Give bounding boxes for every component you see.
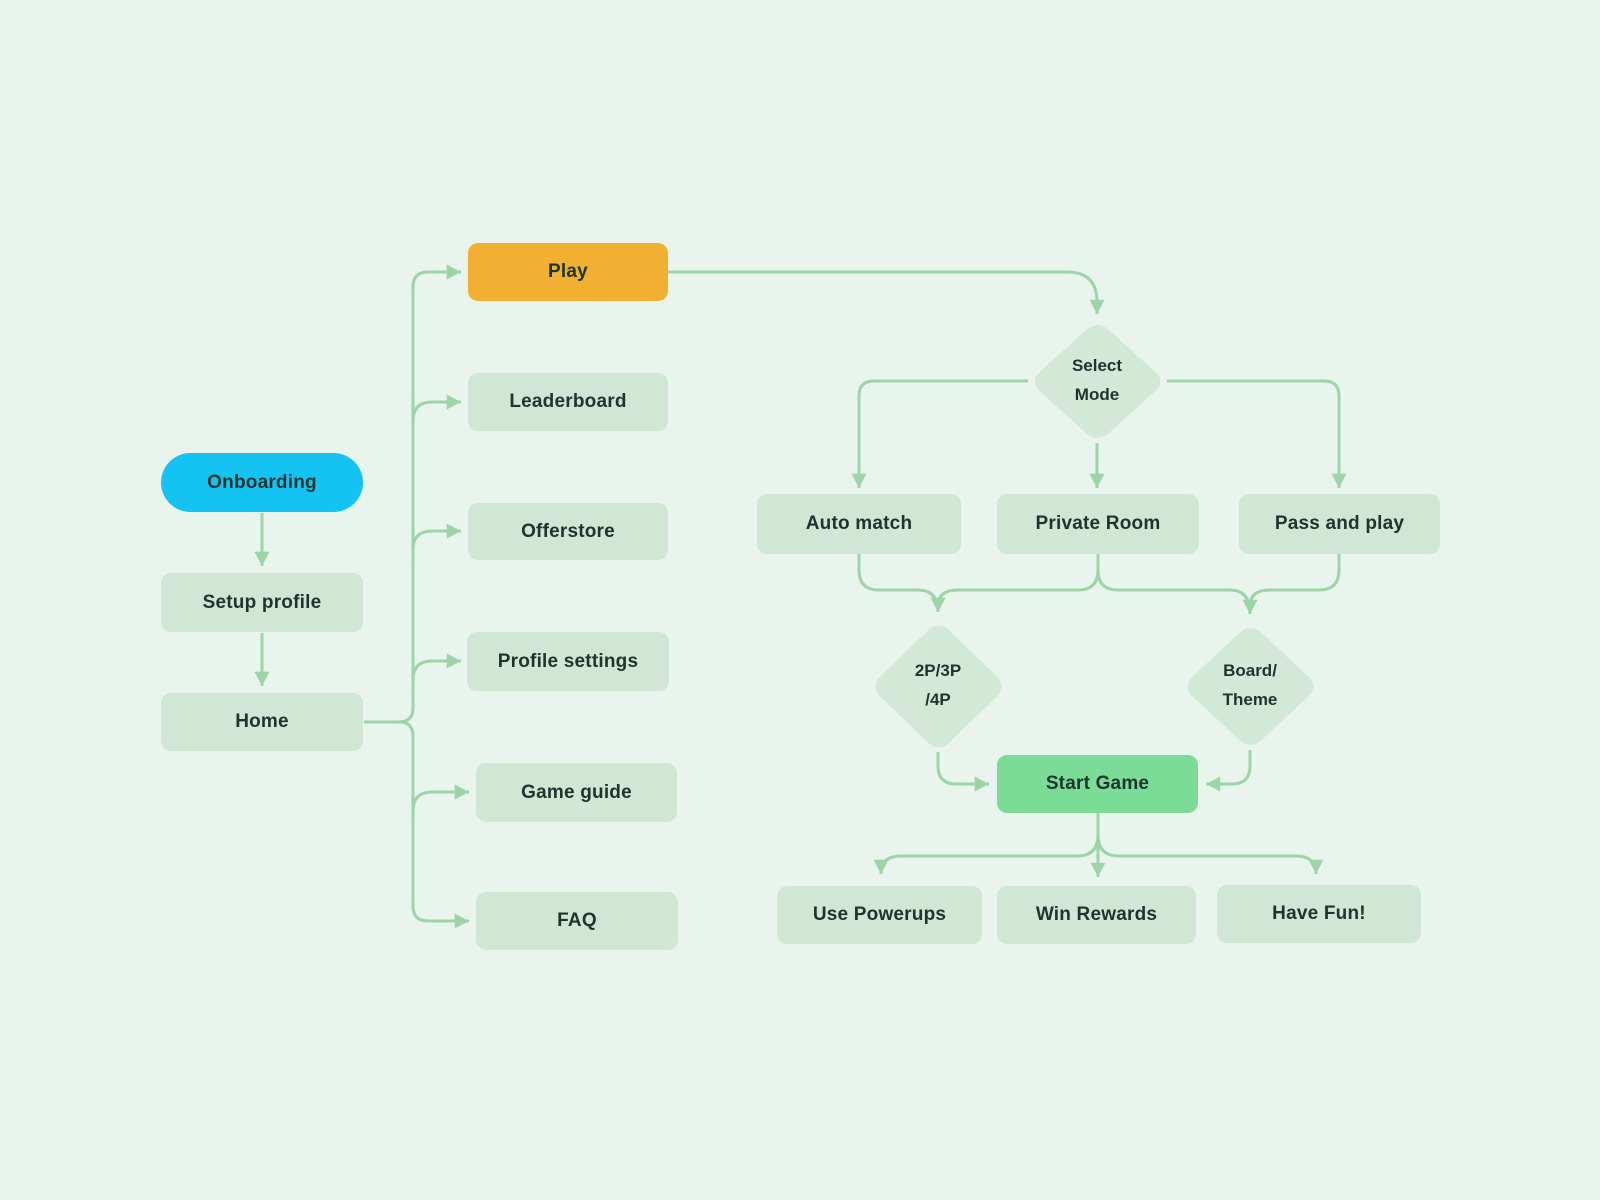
edge-home-leaderboard — [411, 394, 461, 422]
node-home: Home — [161, 693, 363, 751]
node-private-room: Private Room — [997, 494, 1199, 554]
node-board-theme: Board/ Theme — [1181, 622, 1319, 750]
node-profile-settings: Profile settings — [467, 632, 669, 691]
node-offerstore-label: Offerstore — [521, 520, 615, 542]
edge-play-select-mode — [668, 270, 1105, 314]
edge-select-auto-match — [851, 379, 1028, 488]
node-setup-profile-label: Setup profile — [202, 591, 322, 613]
node-profile-settings-label: Profile settings — [497, 650, 639, 672]
node-start-game-label: Start Game — [1045, 773, 1150, 794]
edge-private-room-board — [1096, 554, 1258, 615]
node-select-mode-label: Select Mode — [1071, 356, 1123, 404]
edge-board-start-game — [1206, 750, 1252, 792]
node-home-label: Home — [235, 711, 289, 732]
node-faq: FAQ — [476, 892, 678, 950]
edge-home-profile-settings — [411, 653, 461, 681]
edge-players-start-game — [936, 752, 989, 792]
edge-start-have-fun — [1096, 834, 1324, 875]
node-game-guide-label: Game guide — [521, 781, 632, 803]
node-game-guide: Game guide — [476, 763, 677, 822]
node-offerstore: Offerstore — [468, 503, 668, 560]
node-have-fun: Have Fun! — [1217, 885, 1421, 943]
edge-start-use-powerups — [873, 813, 1100, 875]
node-pass-and-play: Pass and play — [1239, 494, 1440, 554]
node-faq-label: FAQ — [557, 910, 597, 931]
edge-home-play — [364, 264, 461, 724]
node-have-fun-label: Have Fun! — [1272, 903, 1366, 924]
node-players-label: 2P/3P /4P — [914, 661, 962, 709]
edge-select-pass-and-play — [1167, 379, 1347, 488]
node-private-room-label: Private Room — [1035, 513, 1161, 534]
node-leaderboard: Leaderboard — [468, 373, 668, 431]
node-win-rewards-label: Win Rewards — [1035, 904, 1158, 925]
node-auto-match-label: Auto match — [805, 513, 913, 534]
node-pass-and-play-label: Pass and play — [1274, 513, 1405, 534]
edge-home-game-guide — [411, 784, 469, 812]
edge-pass-and-play-board — [1248, 554, 1341, 607]
edge-auto-match-players — [857, 554, 946, 613]
node-board-theme-label: Board/ Theme — [1222, 661, 1278, 709]
node-onboarding-label: Onboarding — [207, 471, 317, 493]
node-win-rewards: Win Rewards — [997, 886, 1196, 944]
node-select-mode: Select Mode — [1028, 319, 1166, 443]
node-players: 2P/3P /4P — [869, 619, 1007, 753]
node-play-label: Play — [548, 261, 588, 282]
node-setup-profile: Setup profile — [161, 573, 363, 632]
node-onboarding: Onboarding — [161, 453, 363, 512]
edge-home-faq — [364, 720, 469, 929]
node-auto-match: Auto match — [757, 494, 961, 554]
edge-private-room-players — [936, 554, 1100, 607]
node-start-game: Start Game — [997, 755, 1198, 813]
node-leaderboard-label: Leaderboard — [509, 391, 627, 412]
node-use-powerups: Use Powerups — [777, 886, 982, 944]
edge-home-offerstore — [411, 523, 461, 551]
node-use-powerups-label: Use Powerups — [812, 904, 947, 925]
node-play: Play — [468, 243, 668, 301]
